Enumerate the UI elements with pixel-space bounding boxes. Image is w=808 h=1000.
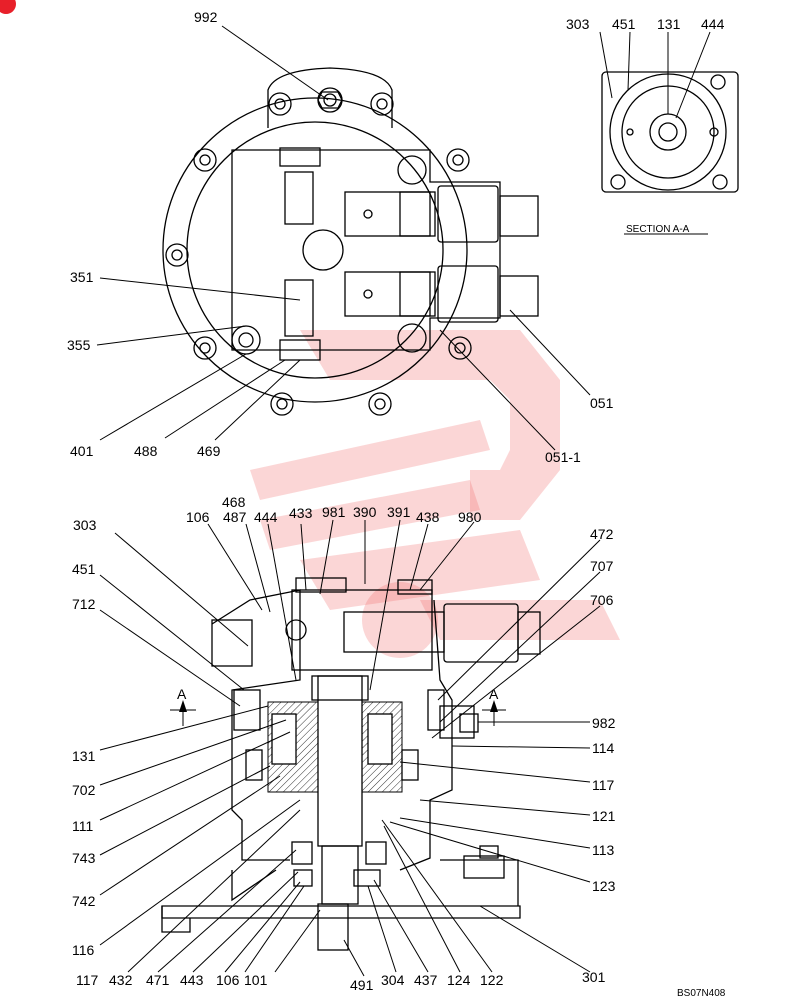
label-707: 707 bbox=[590, 558, 614, 574]
label-433: 433 bbox=[289, 505, 313, 521]
label-051: 051 bbox=[590, 395, 614, 411]
label-s131: 131 bbox=[657, 16, 681, 32]
label-117-right: 117 bbox=[592, 777, 615, 793]
label-106-bottom: 106 bbox=[216, 972, 240, 988]
label-742: 742 bbox=[72, 893, 96, 909]
label-s444: 444 bbox=[701, 16, 725, 32]
label-443: 443 bbox=[180, 972, 204, 988]
label-488: 488 bbox=[134, 443, 158, 459]
label-444: 444 bbox=[254, 509, 278, 525]
label-355: 355 bbox=[67, 337, 91, 353]
section-view bbox=[599, 31, 739, 235]
label-s303: 303 bbox=[566, 16, 590, 32]
label-471: 471 bbox=[146, 972, 170, 988]
label-124: 124 bbox=[447, 972, 471, 988]
corner-badge bbox=[0, 0, 16, 14]
label-438: 438 bbox=[416, 509, 440, 525]
label-390: 390 bbox=[353, 504, 377, 520]
section-arrow-a-right: A bbox=[489, 686, 499, 702]
label-111: 111 bbox=[72, 818, 93, 834]
section-arrow-a-left: A bbox=[177, 686, 187, 702]
label-706: 706 bbox=[590, 592, 614, 608]
label-131: 131 bbox=[72, 748, 96, 764]
label-303: 303 bbox=[73, 517, 97, 533]
label-432: 432 bbox=[109, 972, 133, 988]
cross-section bbox=[161, 577, 541, 951]
label-051-1: 051-1 bbox=[545, 449, 581, 465]
drawing-code: BS07N408 bbox=[677, 988, 726, 999]
label-487: 487 bbox=[223, 509, 247, 525]
label-437: 437 bbox=[414, 972, 438, 988]
top-leaders bbox=[96, 25, 591, 451]
label-401: 401 bbox=[70, 443, 94, 459]
label-351: 351 bbox=[70, 269, 94, 285]
label-391: 391 bbox=[387, 504, 411, 520]
label-981: 981 bbox=[322, 504, 346, 520]
bottom-labels: 468 106 487 444 433 981 390 391 438 980 … bbox=[72, 494, 726, 999]
label-121: 121 bbox=[592, 808, 616, 824]
label-491: 491 bbox=[350, 977, 374, 993]
label-116: 116 bbox=[72, 942, 95, 958]
label-101: 101 bbox=[244, 972, 268, 988]
bolt-holes bbox=[165, 87, 472, 416]
label-472: 472 bbox=[590, 526, 614, 542]
label-301: 301 bbox=[582, 969, 606, 985]
label-992: 992 bbox=[194, 9, 218, 25]
label-s451: 451 bbox=[612, 16, 636, 32]
label-743: 743 bbox=[72, 850, 96, 866]
label-123: 123 bbox=[592, 878, 616, 894]
label-106: 106 bbox=[186, 509, 210, 525]
section-title: SECTION A-A bbox=[626, 224, 690, 235]
label-451: 451 bbox=[72, 561, 96, 577]
label-469: 469 bbox=[197, 443, 221, 459]
section-labels: 303 451 131 444 SECTION A-A bbox=[566, 16, 725, 235]
label-304: 304 bbox=[381, 972, 405, 988]
label-712: 712 bbox=[72, 596, 96, 612]
label-702: 702 bbox=[72, 782, 96, 798]
label-982: 982 bbox=[592, 715, 616, 731]
top-labels: 992 351 355 401 488 469 051 051-1 bbox=[67, 9, 614, 465]
section-arrows bbox=[170, 700, 506, 726]
label-114: 114 bbox=[592, 740, 615, 756]
label-117: 117 bbox=[76, 972, 99, 988]
label-980: 980 bbox=[458, 509, 482, 525]
label-122: 122 bbox=[480, 972, 504, 988]
top-view bbox=[162, 67, 539, 416]
label-468: 468 bbox=[222, 494, 246, 510]
bottom-leaders bbox=[99, 519, 601, 977]
label-113: 113 bbox=[592, 842, 615, 858]
